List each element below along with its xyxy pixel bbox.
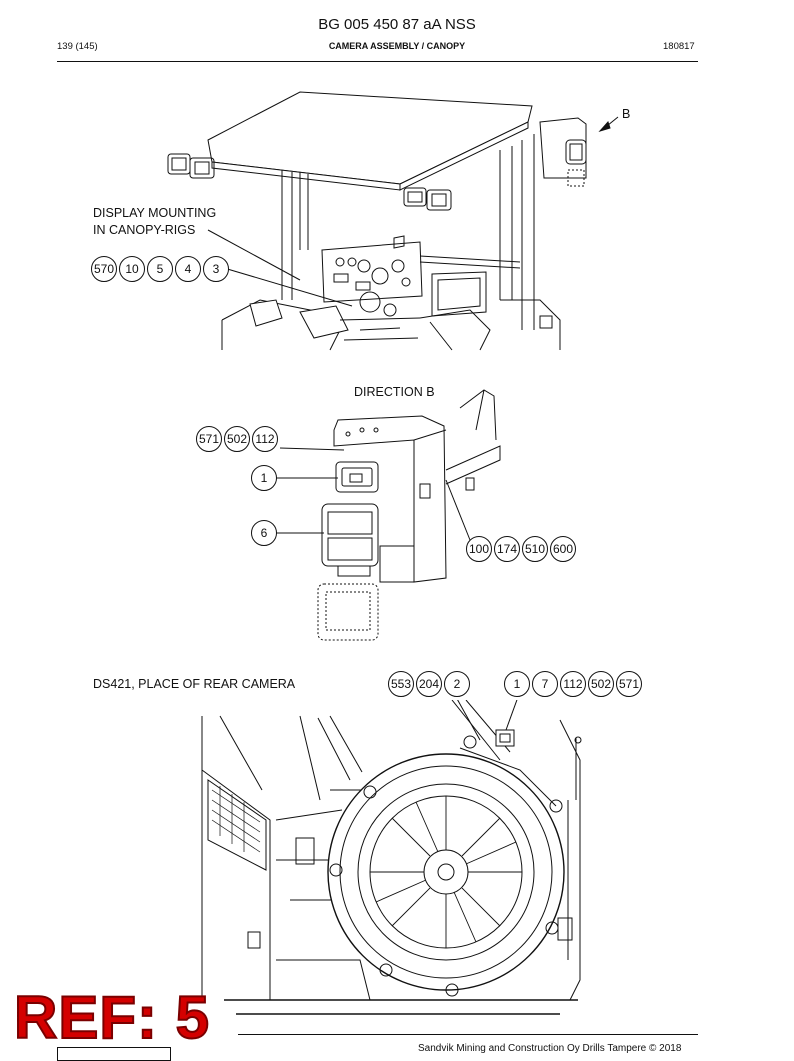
direction-arrow-label: B [622, 107, 631, 121]
view3-title: DS421, PLACE OF REAR CAMERA [93, 677, 296, 691]
document-title: BG 005 450 87 aA NSS [318, 16, 476, 33]
camera-bracket-drawing [276, 389, 501, 641]
part-bubble: 570 [91, 256, 117, 282]
part-bubble: 7 [532, 671, 558, 697]
header-rule [57, 61, 698, 62]
rear-camera-drawing [201, 700, 582, 1015]
footer-copyright: Sandvik Mining and Construction Oy Drill… [418, 1043, 682, 1054]
part-bubble: 571 [196, 426, 222, 452]
view2-title: DIRECTION B [354, 385, 435, 399]
footer-rule [238, 1034, 698, 1035]
canopy-drawing [167, 91, 619, 351]
part-bubble: 5 [147, 256, 173, 282]
part-bubble: 2 [444, 671, 470, 697]
part-bubble: 100 [466, 536, 492, 562]
part-bubble: 502 [588, 671, 614, 697]
view2-right-bubbles: 100 174 510 600 [466, 536, 578, 562]
part-bubble-camera: 1 [251, 465, 277, 491]
revision-date: 180817 [663, 41, 695, 52]
display-mounting-callout-line2: IN CANOPY-RIGS [93, 223, 196, 237]
section-title: CAMERA ASSEMBLY / CANOPY [328, 41, 466, 51]
part-bubble: 204 [416, 671, 442, 697]
part-bubble: 10 [119, 256, 145, 282]
part-bubble: 174 [494, 536, 520, 562]
part-bubble: 4 [175, 256, 201, 282]
part-bubble: 1 [504, 671, 530, 697]
view2-top-bubbles: 571 502 112 [196, 426, 280, 452]
view1-part-bubbles: 570 10 5 4 3 [91, 256, 231, 282]
part-bubble: 112 [560, 671, 586, 697]
view3-left-bubbles: 553 204 2 [388, 671, 472, 697]
part-bubble: 571 [616, 671, 642, 697]
page-number: 139 (145) [57, 41, 98, 52]
view3-right-bubbles: 1 7 112 502 571 [504, 671, 644, 697]
part-bubble: 510 [522, 536, 548, 562]
part-bubble: 112 [252, 426, 278, 452]
part-bubble: 553 [388, 671, 414, 697]
part-bubble: 3 [203, 256, 229, 282]
part-bubble: 600 [550, 536, 576, 562]
part-bubble-light: 6 [251, 520, 277, 546]
part-bubble: 502 [224, 426, 250, 452]
display-mounting-callout-line1: DISPLAY MOUNTING [93, 206, 217, 220]
ref-stamp: REF: 5 [13, 984, 211, 1051]
